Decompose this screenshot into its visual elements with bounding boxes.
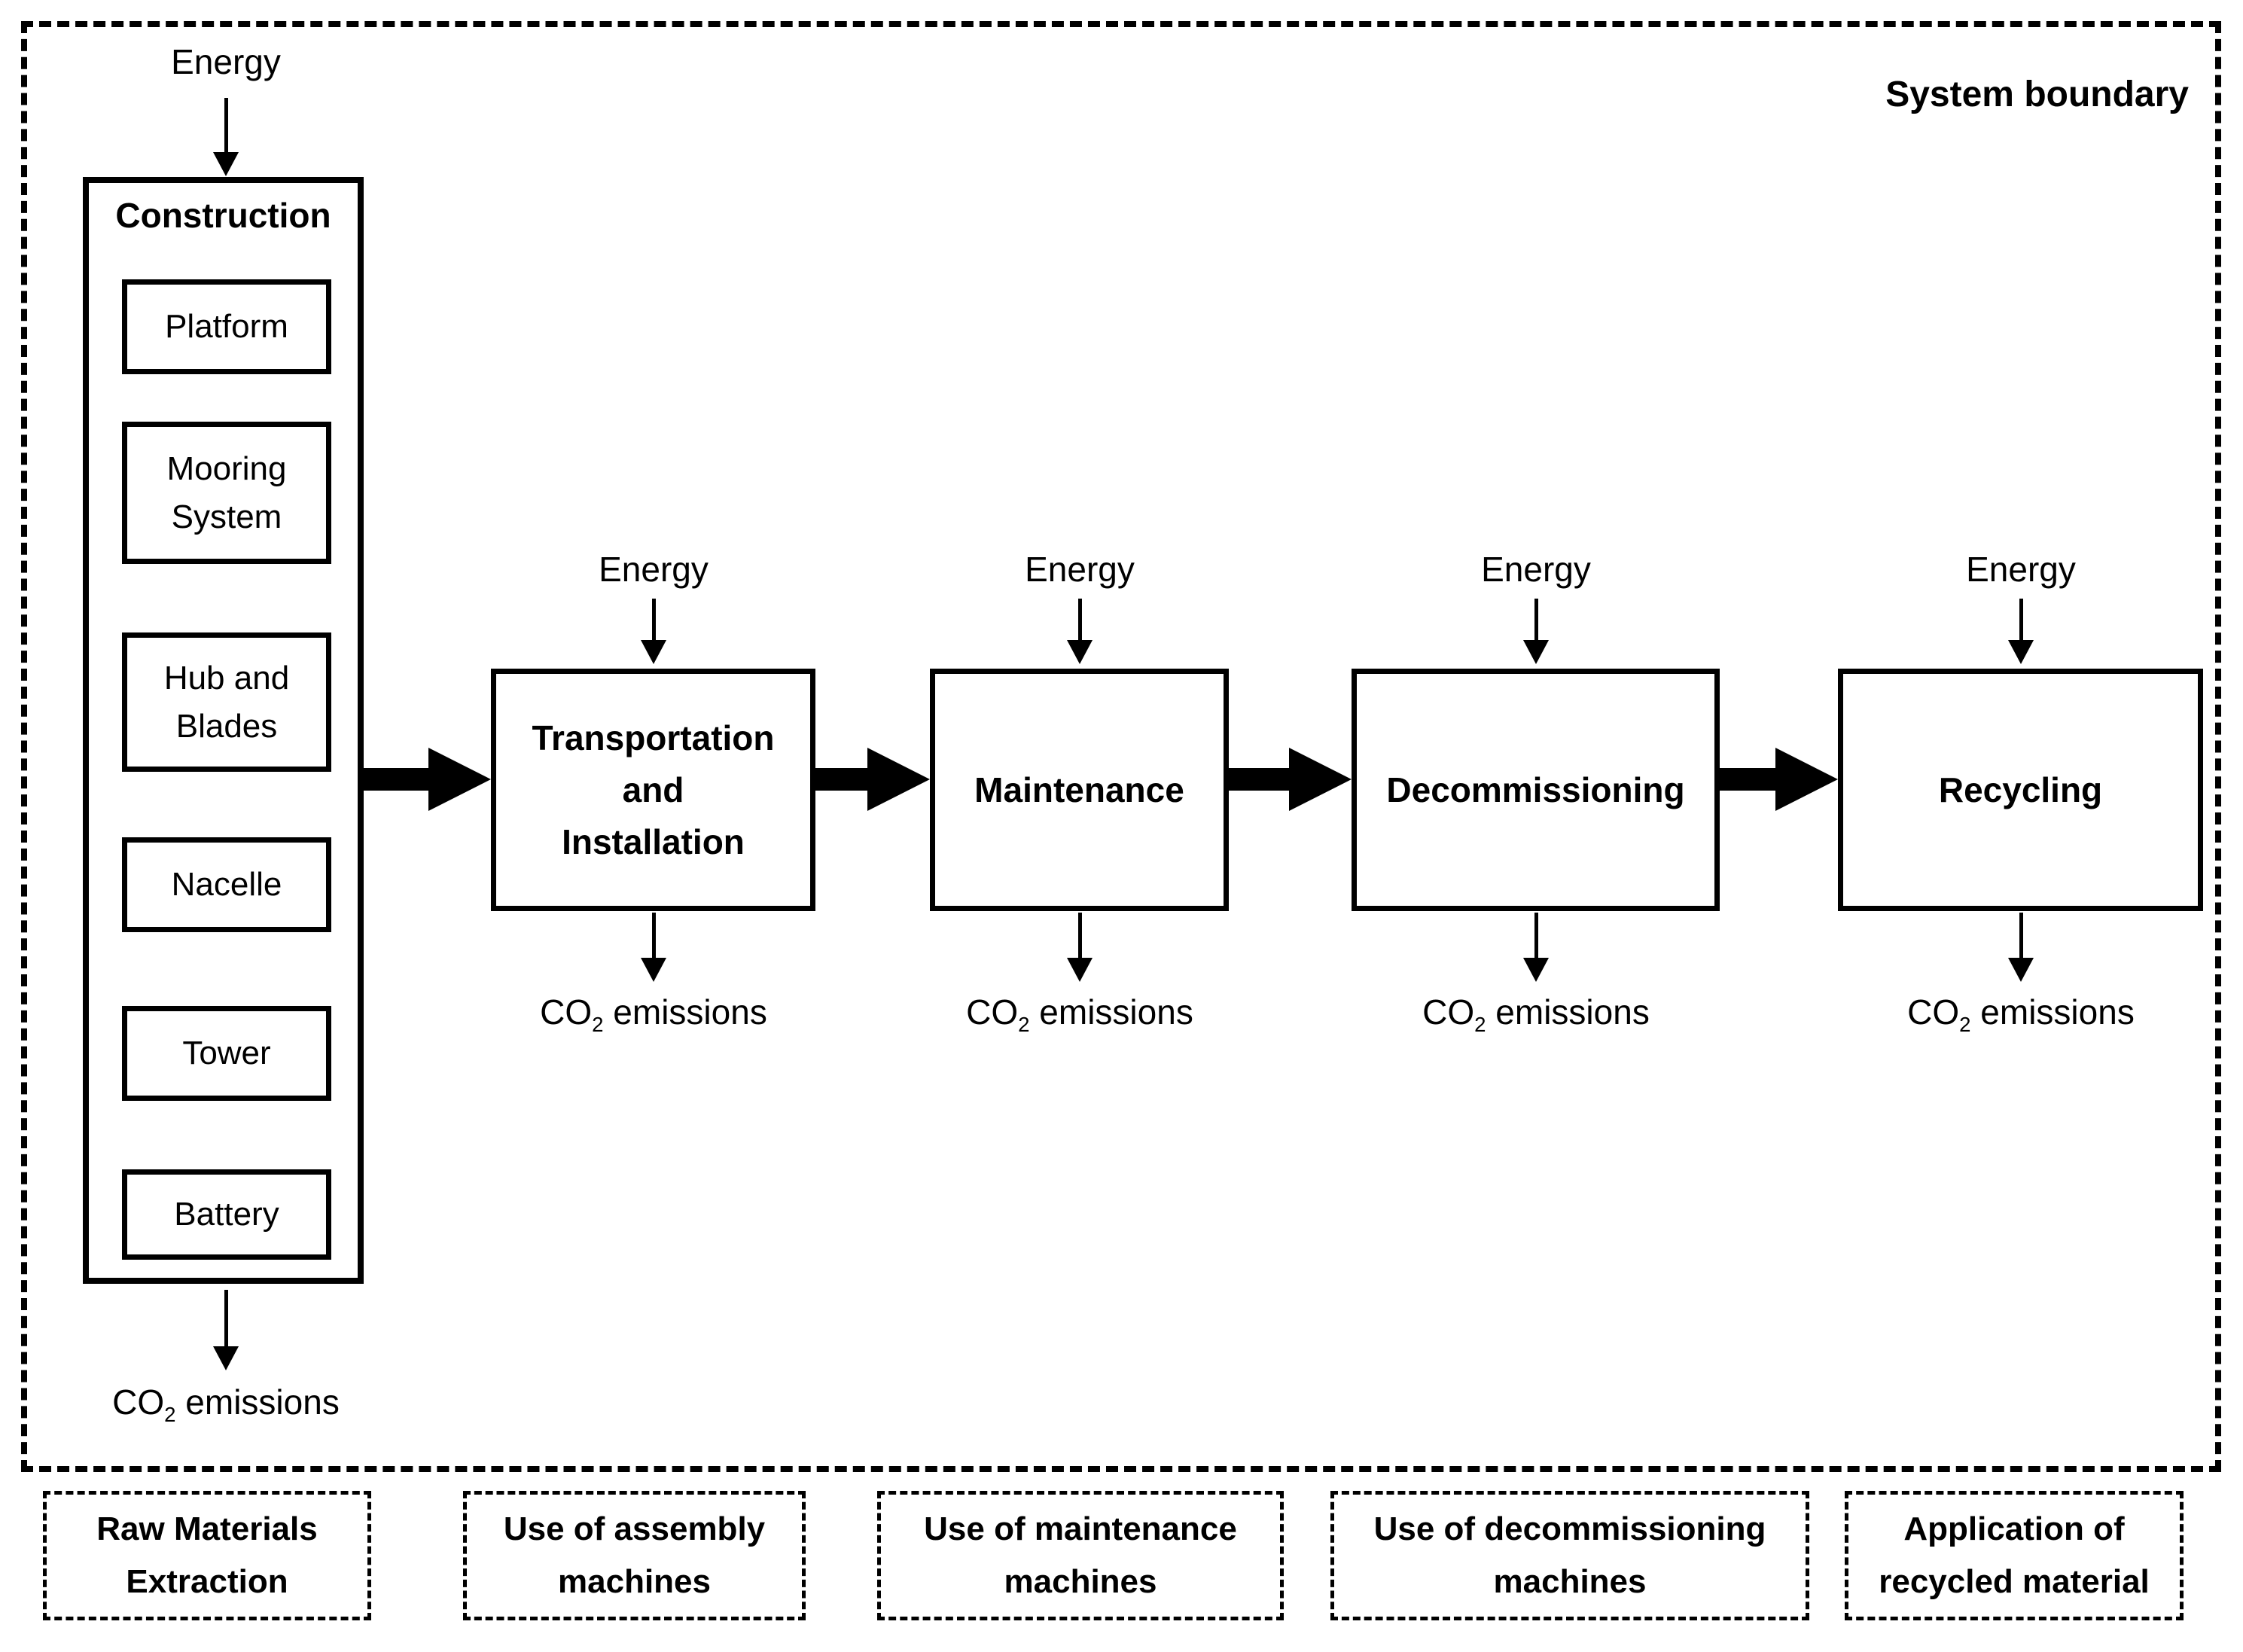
arrow-head	[1067, 640, 1093, 664]
construction-title: Construction	[115, 196, 331, 235]
energy-label-transportation: Energy	[599, 550, 709, 589]
co2-arrow-decommissioning	[1523, 913, 1549, 982]
co2-arrow-maintenance	[1067, 913, 1093, 982]
arrow-shaft	[815, 768, 867, 791]
arrow-stem	[651, 599, 656, 640]
energy-arrow-decommissioning	[1523, 599, 1549, 664]
co2-label-maintenance: CO2 emissions	[966, 992, 1193, 1037]
arrow-shaft	[1720, 768, 1775, 791]
arrow-stem	[1534, 599, 1538, 640]
construction-box: Construction Platform Mooring System Hub…	[83, 177, 364, 1284]
stage-box-transportation-installation: Transportation and Installation	[491, 669, 815, 911]
arrow-stem	[224, 98, 228, 152]
arrow-head	[2008, 958, 2034, 982]
co2-text-suffix: emissions	[1029, 992, 1193, 1032]
co2-text: CO	[112, 1382, 165, 1422]
co2-text: CO	[966, 992, 1019, 1032]
energy-label-maintenance: Energy	[1025, 550, 1135, 589]
energy-label-construction: Energy	[171, 42, 281, 81]
stage-box-recycling: Recycling	[1838, 669, 2203, 911]
arrow-head	[641, 958, 666, 982]
arrow-head	[1289, 748, 1352, 811]
energy-label-decommissioning: Energy	[1481, 550, 1591, 589]
co2-subscript: 2	[592, 1013, 604, 1037]
component-box-battery: Battery	[122, 1169, 331, 1260]
arrow-head	[1523, 958, 1549, 982]
external-box-assembly-machines: Use of assembly machines	[463, 1491, 806, 1620]
external-box-raw-materials-extraction: Raw Materials Extraction	[43, 1491, 371, 1620]
flow-arrow-transportation-to-maintenance	[815, 748, 930, 811]
co2-label-decommissioning: CO2 emissions	[1422, 992, 1650, 1037]
external-box-recycled-material: Application of recycled material	[1845, 1491, 2184, 1620]
co2-label-recycling: CO2 emissions	[1907, 992, 2135, 1037]
arrow-stem	[1534, 913, 1538, 958]
energy-arrow-maintenance	[1067, 599, 1093, 664]
flow-arrow-maintenance-to-decommissioning	[1229, 748, 1352, 811]
arrow-stem	[651, 913, 656, 958]
external-box-decommissioning-machines: Use of decommissioning machines	[1330, 1491, 1809, 1620]
arrow-stem	[1077, 913, 1082, 958]
arrow-head	[428, 748, 491, 811]
co2-text-suffix: emissions	[175, 1382, 340, 1422]
component-box-platform: Platform	[122, 279, 331, 374]
co2-subscript: 2	[1474, 1013, 1486, 1037]
system-boundary-box	[21, 21, 2221, 1472]
stage-box-maintenance: Maintenance	[930, 669, 1229, 911]
arrow-head	[213, 152, 239, 176]
stage-box-decommissioning: Decommissioning	[1352, 669, 1720, 911]
co2-subscript: 2	[1959, 1013, 1971, 1037]
flow-arrow-decommissioning-to-recycling	[1720, 748, 1838, 811]
arrow-stem	[1077, 599, 1082, 640]
co2-text: CO	[1422, 992, 1475, 1032]
arrow-head	[867, 748, 930, 811]
co2-arrow-transportation	[641, 913, 666, 982]
flow-arrow-construction-to-transportation	[364, 748, 491, 811]
co2-text-suffix: emissions	[1486, 992, 1650, 1032]
arrow-shaft	[1229, 768, 1289, 791]
arrow-head	[641, 640, 666, 664]
energy-arrow-recycling	[2008, 599, 2034, 664]
co2-label-transportation: CO2 emissions	[540, 992, 767, 1037]
arrow-head	[213, 1346, 239, 1370]
arrow-stem	[2019, 599, 2023, 640]
co2-text: CO	[1907, 992, 1960, 1032]
co2-arrow-construction	[213, 1290, 239, 1370]
co2-text-suffix: emissions	[1970, 992, 2135, 1032]
arrow-shaft	[364, 768, 428, 791]
co2-text: CO	[540, 992, 593, 1032]
co2-arrow-recycling	[2008, 913, 2034, 982]
component-box-nacelle: Nacelle	[122, 837, 331, 932]
energy-arrow-transportation	[641, 599, 666, 664]
energy-arrow-construction	[213, 98, 239, 176]
arrow-stem	[224, 1290, 228, 1346]
energy-label-recycling: Energy	[1966, 550, 2076, 589]
system-boundary-label: System boundary	[1885, 75, 2189, 114]
component-box-tower: Tower	[122, 1006, 331, 1101]
component-box-mooring-system: Mooring System	[122, 422, 331, 564]
arrow-head	[1523, 640, 1549, 664]
co2-text-suffix: emissions	[603, 992, 767, 1032]
arrow-stem	[2019, 913, 2023, 958]
arrow-head	[1067, 958, 1093, 982]
co2-subscript: 2	[164, 1403, 176, 1427]
co2-subscript: 2	[1018, 1013, 1030, 1037]
component-box-hub-and-blades: Hub and Blades	[122, 632, 331, 772]
arrow-head	[1775, 748, 1838, 811]
arrow-head	[2008, 640, 2034, 664]
co2-label-construction: CO2 emissions	[112, 1382, 340, 1427]
external-box-maintenance-machines: Use of maintenance machines	[877, 1491, 1284, 1620]
